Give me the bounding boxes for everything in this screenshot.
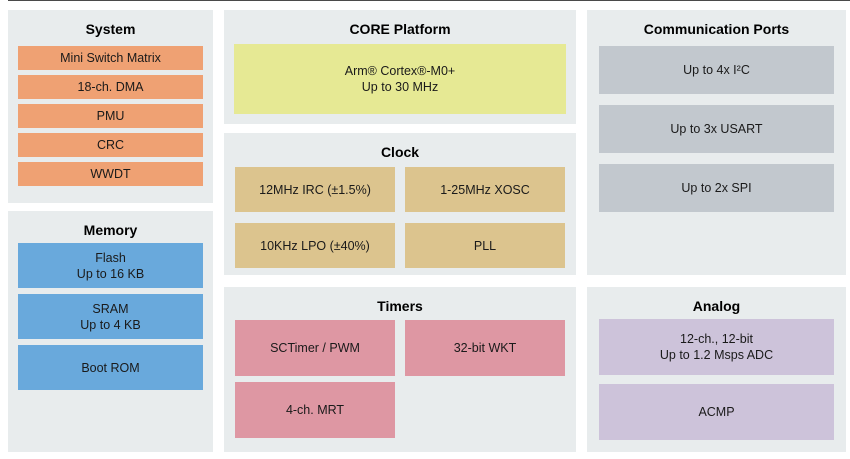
- block-dma: 18-ch. DMA: [18, 75, 203, 99]
- block-boot-rom: Boot ROM: [18, 345, 203, 390]
- panel-memory-title: Memory: [83, 222, 138, 238]
- panel-clock: Clock 12MHz IRC (±1.5%) 1-25MHz XOSC 10K…: [224, 133, 576, 275]
- system-blocks: Mini Switch Matrix 18-ch. DMA PMU CRC WW…: [18, 46, 203, 186]
- block-wwdt: WWDT: [18, 162, 203, 186]
- top-border-line: [8, 0, 850, 1]
- block-usart: Up to 3x USART: [599, 105, 834, 153]
- block-mrt: 4-ch. MRT: [235, 382, 395, 438]
- analog-blocks: 12-ch., 12-bit Up to 1.2 Msps ADC ACMP: [599, 319, 834, 440]
- block-i2c: Up to 4x I²C: [599, 46, 834, 94]
- block-sram: SRAM Up to 4 KB: [18, 294, 203, 339]
- block-xosc: 1-25MHz XOSC: [405, 167, 565, 212]
- panel-core-platform: CORE Platform Arm® Cortex®-M0+ Up to 30 …: [224, 10, 576, 124]
- block-irc: 12MHz IRC (±1.5%): [235, 167, 395, 212]
- clock-blocks: 12MHz IRC (±1.5%) 1-25MHz XOSC 10KHz LPO…: [235, 167, 565, 268]
- block-adc: 12-ch., 12-bit Up to 1.2 Msps ADC: [599, 319, 834, 375]
- block-sctimer-pwm: SCTimer / PWM: [235, 320, 395, 376]
- block-acmp: ACMP: [599, 384, 834, 440]
- panel-analog: Analog 12-ch., 12-bit Up to 1.2 Msps ADC…: [587, 287, 846, 452]
- panel-system-title: System: [85, 21, 136, 37]
- panel-communication-ports-title: Communication Ports: [643, 21, 790, 37]
- panel-timers: Timers SCTimer / PWM 32-bit WKT 4-ch. MR…: [224, 287, 576, 452]
- block-wkt: 32-bit WKT: [405, 320, 565, 376]
- core-blocks: Arm® Cortex®-M0+ Up to 30 MHz: [234, 44, 566, 114]
- panel-timers-title: Timers: [377, 298, 423, 314]
- block-crc: CRC: [18, 133, 203, 157]
- panel-clock-title: Clock: [380, 144, 420, 160]
- timers-blocks: SCTimer / PWM 32-bit WKT 4-ch. MRT: [235, 320, 565, 438]
- block-spi: Up to 2x SPI: [599, 164, 834, 212]
- comm-blocks: Up to 4x I²C Up to 3x USART Up to 2x SPI: [599, 46, 834, 212]
- panel-system: System Mini Switch Matrix 18-ch. DMA PMU…: [8, 10, 213, 203]
- panel-memory: Memory Flash Up to 16 KB SRAM Up to 4 KB…: [8, 211, 213, 452]
- panel-analog-title: Analog: [692, 298, 741, 314]
- block-pmu: PMU: [18, 104, 203, 128]
- block-pll: PLL: [405, 223, 565, 268]
- block-mini-switch-matrix: Mini Switch Matrix: [18, 46, 203, 70]
- panel-core-platform-title: CORE Platform: [349, 21, 451, 37]
- memory-blocks: Flash Up to 16 KB SRAM Up to 4 KB Boot R…: [18, 243, 203, 390]
- panel-communication-ports: Communication Ports Up to 4x I²C Up to 3…: [587, 10, 846, 275]
- block-flash: Flash Up to 16 KB: [18, 243, 203, 288]
- block-cortex-m0plus: Arm® Cortex®-M0+ Up to 30 MHz: [234, 44, 566, 114]
- block-lpo: 10KHz LPO (±40%): [235, 223, 395, 268]
